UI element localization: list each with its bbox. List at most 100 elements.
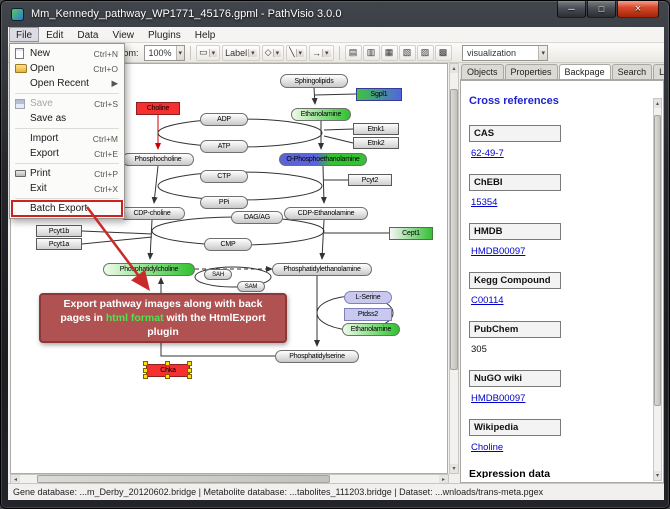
crossref-link[interactable]: 62-49-7: [471, 148, 504, 159]
pathway-node-ctp[interactable]: CTP: [200, 170, 248, 183]
pathway-node-phosphocholine[interactable]: Phosphocholine: [122, 153, 194, 166]
pathway-node-ptdss2[interactable]: Ptdss2: [344, 308, 392, 321]
pathway-node-sam[interactable]: SAM: [237, 281, 265, 292]
zoom-select[interactable]: 100% ▾: [143, 44, 186, 61]
pathway-node-sah[interactable]: SAH: [204, 269, 232, 280]
align-button-5[interactable]: ▨: [416, 44, 434, 61]
visualization-select[interactable]: visualization ▾: [462, 44, 548, 61]
pathway-node-pcyt1a[interactable]: Pcyt1a: [36, 238, 82, 250]
menu-file[interactable]: File: [9, 27, 40, 42]
tab-properties[interactable]: Properties: [504, 64, 558, 79]
menu-item-label: New: [30, 48, 51, 59]
menu-edit[interactable]: Edit: [46, 29, 64, 41]
close-button[interactable]: ×: [617, 1, 659, 18]
scroll-down-icon[interactable]: ▾: [450, 464, 458, 473]
pathway-node-choline[interactable]: Choline: [136, 102, 180, 115]
file-menu-item-open-recent[interactable]: Open Recent▶: [12, 76, 122, 91]
pathway-node-cept1[interactable]: Cept1: [389, 227, 433, 240]
align-button-4[interactable]: ▧: [398, 44, 416, 61]
pathway-node-dag-ag[interactable]: DAG/AG: [231, 211, 283, 224]
pathway-node-phosphatidylethanolamine[interactable]: Phosphatidylethanolamine: [272, 263, 372, 276]
menu-help[interactable]: Help: [194, 29, 216, 41]
selection-handle[interactable]: [165, 374, 170, 379]
crossref-link[interactable]: HMDB00097: [471, 246, 526, 257]
align-button-6[interactable]: ▩: [434, 44, 452, 61]
scroll-thumb[interactable]: [654, 115, 661, 406]
pathway-node-phosphatidylcholine[interactable]: Phosphatidylcholine: [103, 263, 195, 276]
scroll-up-icon[interactable]: ▴: [654, 99, 661, 108]
crossref-link[interactable]: C00114: [471, 295, 504, 306]
title-bar[interactable]: Mm_Kennedy_pathway_WP1771_45176.gpml - P…: [1, 1, 669, 27]
pathway-node-sphingolipids[interactable]: Sphingolipids: [280, 74, 348, 88]
zoom-label: Zoom:: [113, 47, 139, 58]
pathway-node-pcyt2[interactable]: Pcyt2: [348, 174, 392, 186]
selection-handle[interactable]: [165, 361, 170, 366]
selection-handle[interactable]: [143, 374, 148, 379]
align-button-2[interactable]: ▥: [362, 44, 380, 61]
crossref-link[interactable]: Choline: [471, 442, 504, 453]
menu-plugins[interactable]: Plugins: [147, 29, 181, 41]
scroll-track[interactable]: [450, 73, 458, 464]
arrow-tool-button[interactable]: → ▾: [309, 44, 334, 61]
scroll-left-icon[interactable]: ◂: [11, 475, 20, 483]
canvas-vertical-scrollbar[interactable]: ▴ ▾: [449, 63, 459, 474]
pathway-node-ethanolamine[interactable]: Ethanolamine: [291, 108, 351, 121]
line-tool-button[interactable]: ╲ ▾: [286, 44, 308, 61]
pathway-node-cdp-ethanolamine[interactable]: CDP-Ethanolamine: [284, 207, 368, 220]
pathway-node-pcyt1b[interactable]: Pcyt1b: [36, 225, 82, 237]
selection-handle[interactable]: [143, 367, 148, 373]
tab-legend[interactable]: Legend: [653, 64, 664, 79]
label-tool-button[interactable]: Label ▾: [222, 44, 260, 61]
pathway-node-sgpl1[interactable]: Sgpl1: [356, 88, 402, 101]
pathway-node-ethanolamine[interactable]: Ethanolamine: [342, 323, 400, 336]
scroll-up-icon[interactable]: ▴: [450, 64, 458, 73]
maximize-button[interactable]: □: [587, 1, 616, 18]
panel-vertical-scrollbar[interactable]: ▴ ▾: [653, 98, 662, 481]
scroll-track[interactable]: [654, 108, 661, 471]
pathway-node-cmp[interactable]: CMP: [204, 238, 252, 251]
shape-tool-button[interactable]: ◇ ▾: [261, 44, 285, 61]
menu-view[interactable]: View: [112, 29, 134, 41]
crossref-link[interactable]: HMDB00097: [471, 393, 526, 404]
tab-objects[interactable]: Objects: [461, 64, 504, 79]
scroll-thumb[interactable]: [450, 88, 458, 371]
selection-handle[interactable]: [143, 361, 148, 366]
file-menu-item-save-as[interactable]: Save as: [12, 111, 122, 126]
file-menu-item-batch-export[interactable]: Batch Export: [11, 200, 123, 217]
pathway-node-etnk2[interactable]: Etnk2: [353, 137, 399, 149]
pathway-node-phosphatidylserine[interactable]: Phosphatidylserine: [275, 350, 359, 363]
scroll-thumb[interactable]: [36, 475, 331, 483]
folder-icon: [15, 64, 30, 73]
scroll-track[interactable]: [20, 475, 439, 483]
selection-handle[interactable]: [187, 374, 192, 379]
pathway-node-ppi[interactable]: PPi: [200, 196, 248, 209]
tab-search[interactable]: Search: [611, 64, 653, 79]
pathway-node-etnk1[interactable]: Etnk1: [353, 123, 399, 135]
side-panel: ObjectsPropertiesBackpageSearchLegend Cr…: [460, 63, 664, 483]
minimize-button[interactable]: ─: [557, 1, 586, 18]
scroll-down-icon[interactable]: ▾: [654, 471, 661, 480]
pathway-node-cdp-choline[interactable]: CDP-choline: [119, 207, 185, 220]
align-button-3[interactable]: ▦: [380, 44, 398, 61]
selection-handle[interactable]: [187, 361, 192, 366]
pathway-node-l-serine[interactable]: L-Serine: [344, 291, 392, 304]
scroll-right-icon[interactable]: ▸: [439, 475, 448, 483]
pathway-node-adp[interactable]: ADP: [200, 113, 248, 126]
align-button-1[interactable]: ▤: [344, 44, 362, 61]
pathway-node-o-phosphoethanolamine[interactable]: O-Phosphoethanolamine: [279, 153, 367, 166]
datanode-tool-button[interactable]: ▭ ▾: [196, 44, 221, 61]
tab-backpage[interactable]: Backpage: [558, 64, 611, 79]
pathway-node-atp[interactable]: ATP: [200, 140, 248, 153]
crossref-link[interactable]: 15354: [471, 197, 498, 208]
selection-handle[interactable]: [187, 367, 192, 373]
menu-data[interactable]: Data: [77, 29, 99, 41]
